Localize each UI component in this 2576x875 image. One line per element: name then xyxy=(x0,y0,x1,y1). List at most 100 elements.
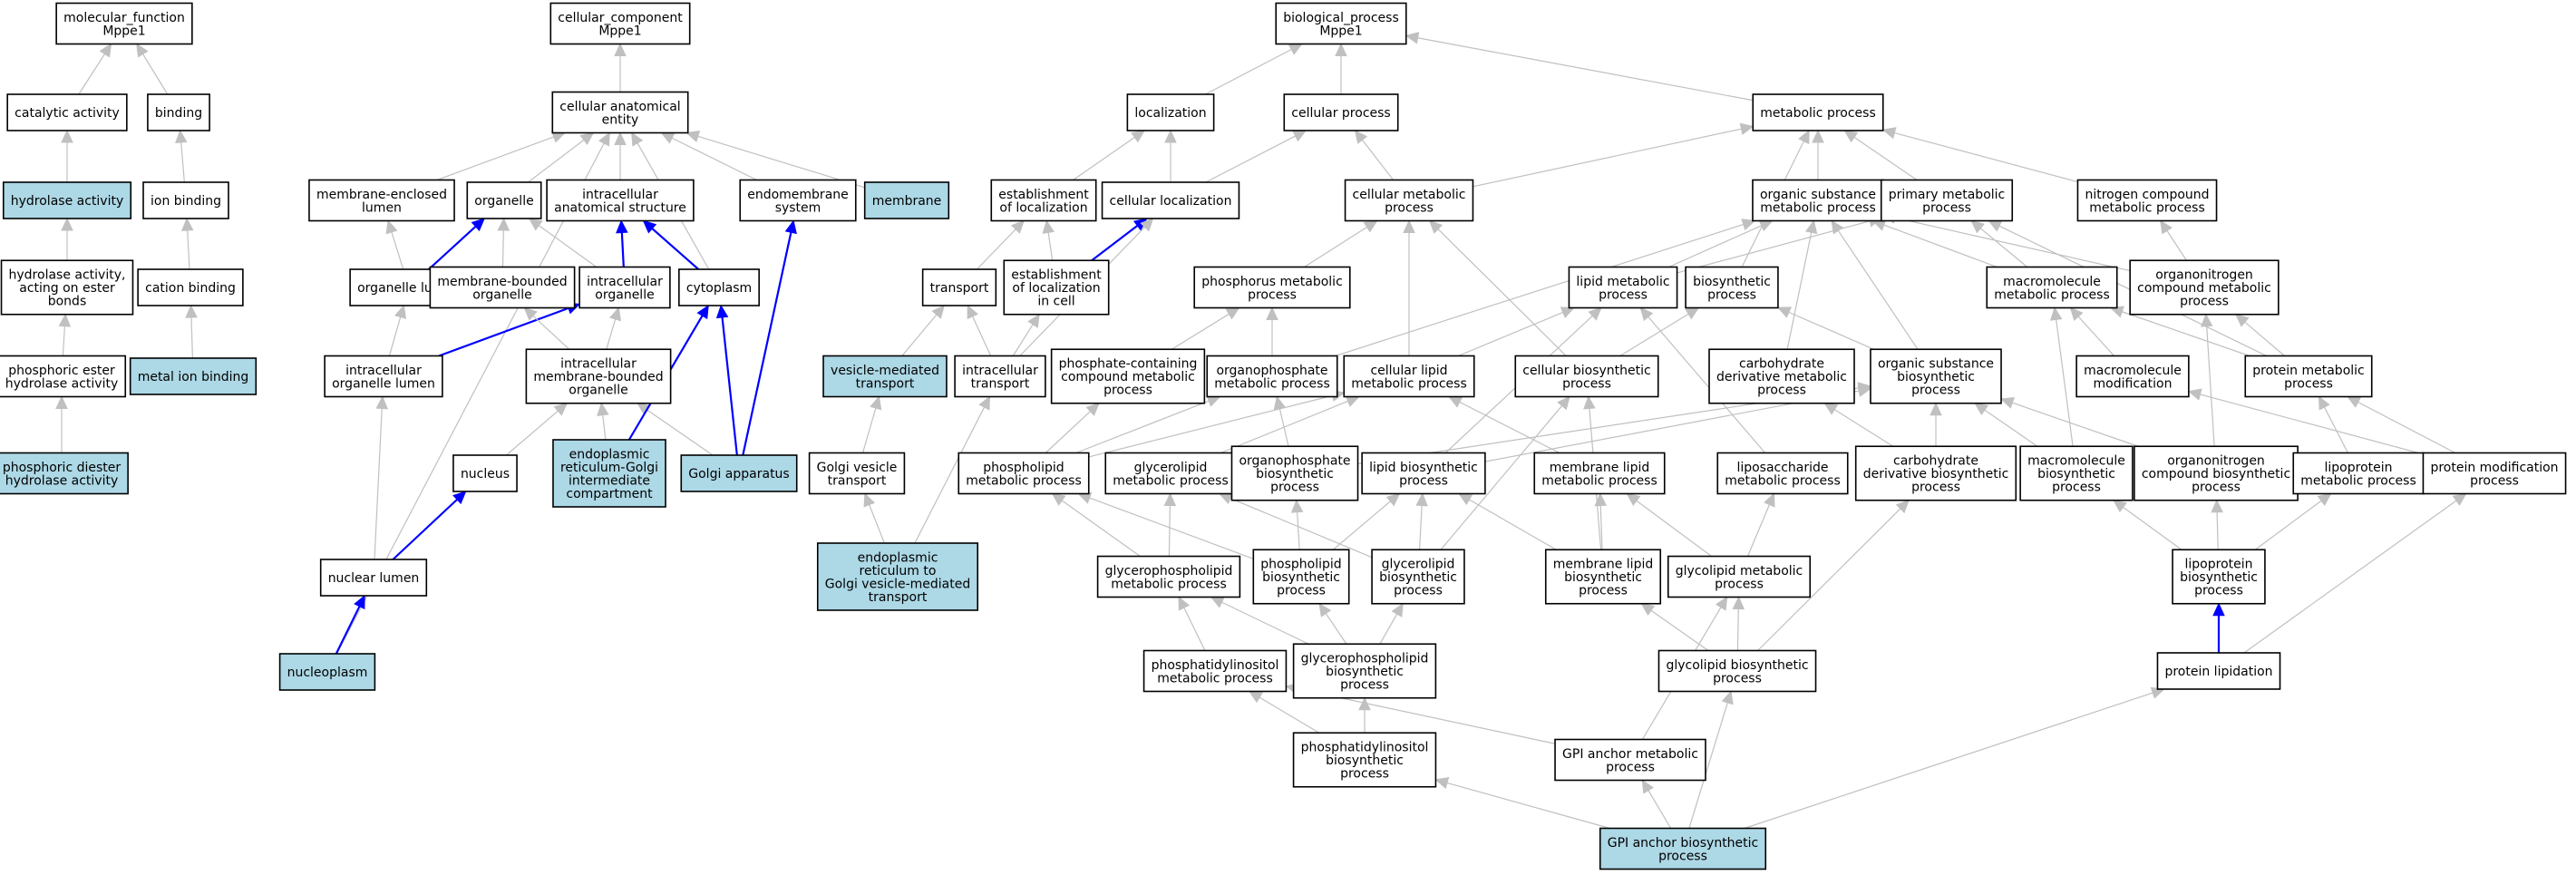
term-label-line: membrane xyxy=(872,194,942,209)
is-a-edge-phosphorus-metab-to-cell-metab xyxy=(1304,219,1378,268)
arrowhead-icon xyxy=(1843,130,1859,143)
term-label-line: process xyxy=(2284,376,2333,391)
arrowhead-icon xyxy=(616,219,628,234)
term-box xyxy=(6,93,128,131)
term-label-line: process xyxy=(1340,678,1389,693)
term-label-line: biosynthetic xyxy=(1262,570,1340,585)
is-a-edge-phospholipid-metab-to-phosphate-cmp xyxy=(1045,402,1100,453)
edge-line xyxy=(1650,609,1709,651)
term-label-line: intracellular xyxy=(587,275,663,289)
is-a-edge-liposaccharide-to-lipid-metab xyxy=(1639,306,1766,453)
arrowhead-icon xyxy=(978,395,991,411)
arrowhead-icon xyxy=(1403,219,1415,233)
term-box xyxy=(1708,348,1855,404)
edge-line xyxy=(1788,311,1874,350)
term-box xyxy=(1533,452,1666,495)
term-box xyxy=(1870,348,2002,404)
term-label-line: anatomical structure xyxy=(554,200,686,215)
is-a-edge-phosphate-cmp-to-phosphorus-metab xyxy=(1171,306,1240,350)
term-label-line: reticulum-Golgi xyxy=(560,461,658,475)
term-box xyxy=(142,181,229,219)
term-box xyxy=(957,452,1090,495)
term-box xyxy=(1252,549,1350,605)
edge-line xyxy=(1418,505,1423,550)
arrowhead-icon xyxy=(1051,492,1066,506)
term-box xyxy=(0,452,129,495)
term-node-nucleus: nucleus xyxy=(452,454,518,492)
term-node-cell-loc: cellular localization xyxy=(1101,181,1240,219)
term-label-line: metabolic process xyxy=(1725,473,1841,488)
arrowhead-icon xyxy=(1354,130,1368,144)
term-box xyxy=(1514,355,1659,398)
edge-line xyxy=(180,141,185,183)
term-label-line: metabolic process xyxy=(2089,200,2205,215)
term-label-line: biosynthetic xyxy=(1326,753,1404,768)
is-a-edge-protein-metab-to-orgN-metab xyxy=(2235,313,2285,356)
edge-line xyxy=(2216,511,2219,550)
arrowhead-icon xyxy=(1685,306,1700,320)
term-box xyxy=(863,181,950,219)
arrowhead-icon xyxy=(180,217,194,231)
term-label-line: macromolecule xyxy=(2027,454,2125,469)
term-label-line: process xyxy=(1606,760,1655,774)
is-a-edge-intra-mb-org-to-mb-organelle xyxy=(523,306,570,350)
term-label-line: glycerolipid xyxy=(1382,558,1455,572)
is-a-edge-nucleoplasm-to-nuclear-lumen xyxy=(335,594,365,655)
edge-line xyxy=(142,53,169,95)
term-label: metabolic process xyxy=(1760,106,1876,121)
is-a-edge-est-loc-to-localization xyxy=(1073,130,1146,180)
term-label-line: organelle xyxy=(569,384,627,398)
term-label: cation binding xyxy=(145,281,236,296)
term-box xyxy=(1050,348,1206,404)
term-box xyxy=(452,454,518,492)
is-a-edge-cell-metab-to-metabolic xyxy=(1473,122,1755,188)
edge-line xyxy=(721,316,738,456)
term-label-line: process xyxy=(2194,584,2243,598)
arrowhead-icon xyxy=(631,131,644,147)
arrowhead-icon xyxy=(1764,492,1775,508)
edge-line xyxy=(1361,139,1395,180)
term-box xyxy=(466,181,542,219)
term-label-line: organonitrogen xyxy=(2167,454,2265,469)
arrowhead-icon xyxy=(784,219,797,235)
term-box xyxy=(324,355,443,398)
is-a-edge-golgi-to-endomembrane xyxy=(742,219,797,456)
is-a-edge-ergic-to-intra-mb-org xyxy=(597,402,609,441)
term-box xyxy=(1599,827,1767,870)
term-label-line: cellular biosynthetic xyxy=(1522,364,1650,378)
is-a-edge-gpi-biosynth-to-glycolipid-biosynth xyxy=(1688,690,1734,829)
term-label-line: nucleus xyxy=(461,467,510,481)
term-box xyxy=(2172,549,2266,605)
arrowhead-icon xyxy=(2452,492,2467,506)
term-label-line: process xyxy=(1658,849,1707,863)
term-label-line: reticulum to xyxy=(860,564,937,578)
arrowhead-icon xyxy=(863,492,876,508)
term-label-line: transport xyxy=(971,376,1030,391)
arrowhead-icon xyxy=(2212,602,2225,617)
is-a-edge-orgN-metab-to-nitrogen-cmp xyxy=(2160,219,2187,261)
edge-line xyxy=(1894,217,2131,272)
edge-line xyxy=(1171,313,1230,350)
